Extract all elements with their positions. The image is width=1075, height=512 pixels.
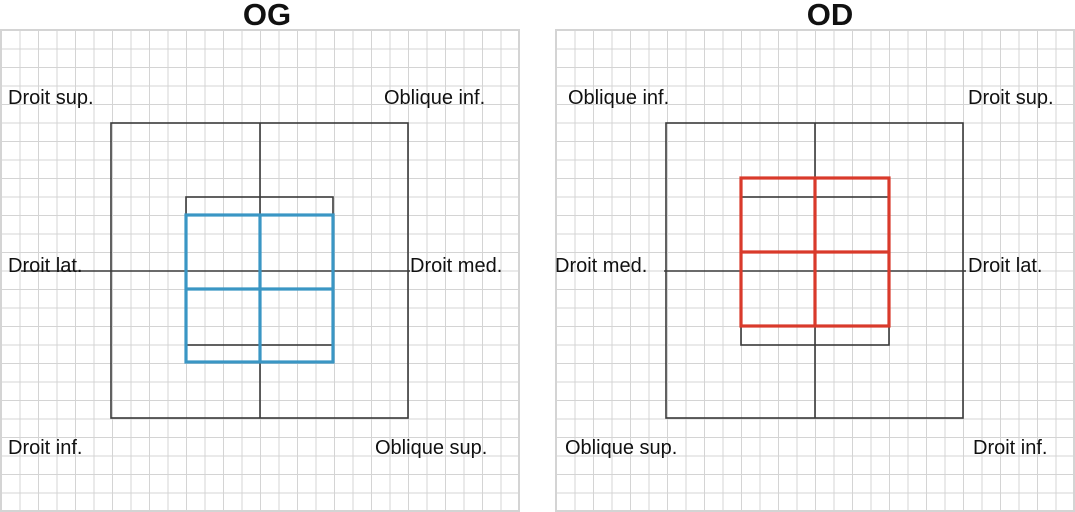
og-label-oblique-sup: Oblique sup. xyxy=(375,437,488,459)
og-label-droit-lat: Droit lat. xyxy=(8,255,83,277)
od-label-oblique-sup: Oblique sup. xyxy=(565,437,678,459)
od-deviation-overlay xyxy=(739,176,891,328)
og-title: OG xyxy=(242,0,292,32)
og-label-oblique-inf: Oblique inf. xyxy=(384,87,486,109)
og-deviation-overlay xyxy=(184,213,335,364)
og-label-droit-med: Droit med. xyxy=(410,255,503,277)
od-title: OD xyxy=(806,0,854,32)
og-label-droit-inf: Droit inf. xyxy=(8,437,83,459)
od-label-oblique-inf: Oblique inf. xyxy=(568,87,670,109)
og-reference-frame xyxy=(21,122,410,419)
od-label-droit-lat: Droit lat. xyxy=(968,255,1043,277)
od-label-droit-med: Droit med. xyxy=(555,255,648,277)
od-label-droit-inf: Droit inf. xyxy=(973,437,1048,459)
od-label-droit-sup: Droit sup. xyxy=(968,87,1054,109)
og-label-droit-sup: Droit sup. xyxy=(8,87,94,109)
